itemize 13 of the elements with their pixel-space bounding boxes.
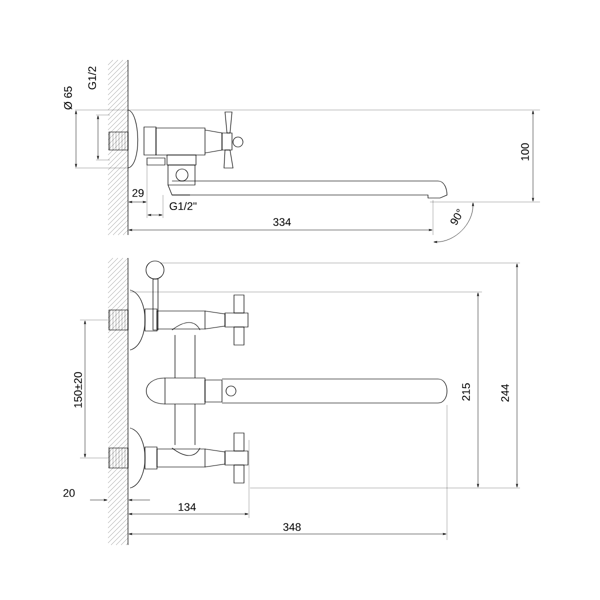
dimension-label: 134 <box>178 503 196 511</box>
dimension-label: 20 <box>63 489 75 497</box>
dimension-label: G1/2 <box>88 66 96 90</box>
dimension-label: Ø 65 <box>64 86 72 110</box>
dimension-label: G1/2" <box>170 202 196 210</box>
dimension-label: 244 <box>501 384 509 402</box>
dimension-label: 334 <box>273 218 291 226</box>
dimension-label: 215 <box>462 383 470 401</box>
dimension-label: 150±20 <box>74 372 82 408</box>
dimension-label: 90° <box>450 209 462 225</box>
dimension-label: 348 <box>283 523 301 531</box>
dimension-label: 100 <box>521 143 529 160</box>
dimension-label: 29 <box>132 189 144 197</box>
